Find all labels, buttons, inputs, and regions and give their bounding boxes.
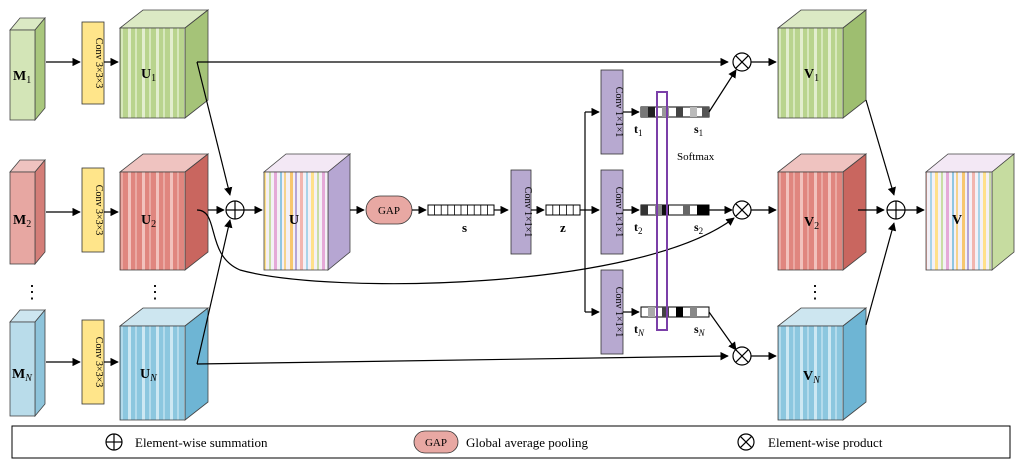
conv1-branch-n: Conv 1×1×1 [600,269,624,355]
svg-text:Conv 3×3×3: Conv 3×3×3 [93,38,104,88]
legend-gap-text: Global average pooling [466,435,589,450]
input-m2-cube [9,158,46,266]
z-vector [545,204,581,216]
fused-u-label: U [289,213,299,228]
fused-u-cube [262,153,352,271]
svg-text:GAP: GAP [425,437,447,449]
svg-text:Conv 1×1×1: Conv 1×1×1 [613,187,624,237]
attention-vector-n [640,306,710,318]
legend-product-text: Element-wise product [768,435,883,450]
legend-box [11,425,1011,459]
conv1-branch-1: Conv 1×1×1 [600,69,624,155]
z-label: z [560,220,566,235]
input-m1-label: M1 [13,69,31,86]
output-v2-label: V2 [804,215,819,232]
branch-u1-cube [118,9,210,119]
svg-text:GAP: GAP [378,205,400,217]
vertical-ellipsis-v: ⋮ [806,282,824,302]
svg-text:Conv 3×3×3: Conv 3×3×3 [93,337,104,387]
output-vn-cube [776,307,868,421]
output-v2-cube [776,153,868,271]
branch-u1-label: U1 [141,67,156,84]
vertical-ellipsis-u: ⋮ [146,282,164,302]
product-node-1 [732,52,752,72]
t2-label: t2 [634,220,643,236]
gap-node: GAP [365,195,413,225]
legend-gap-icon: GAP [413,430,459,454]
sum-node-left [225,200,245,220]
svg-text:Conv 3×3×3: Conv 3×3×3 [93,185,104,235]
conv3-block-2: Conv 3×3×3 [81,167,105,253]
s1-label: s1 [694,122,703,138]
product-node-n [732,346,752,366]
softmax-highlight [656,91,668,331]
conv3-block-1: Conv 3×3×3 [81,21,105,105]
branch-u2-cube [118,153,210,271]
sum-node-right [886,200,906,220]
s2-label: s2 [694,220,703,236]
product-node-2 [732,200,752,220]
input-mn-label: MN [12,367,33,384]
final-v-cube [924,153,1016,271]
legend-product-icon [737,433,755,451]
tn-label: tN [634,322,645,338]
output-v1-cube [776,9,868,119]
s-label: s [462,220,467,235]
attention-vector-1 [640,106,710,118]
conv1-branch-2: Conv 1×1×1 [600,169,624,255]
vertical-ellipsis-left: ⋮ [23,282,41,302]
output-vn-label: VN [803,369,821,386]
s-vector [427,204,495,216]
branch-un-label: UN [140,367,158,384]
t1-label: t1 [634,122,643,138]
branch-u2-label: U2 [141,213,156,230]
sn-label: sN [694,322,706,338]
legend-sum-icon [105,433,123,451]
input-mn-cube [9,308,46,418]
input-m1-cube [9,16,46,122]
softmax-label: Softmax [677,151,715,163]
svg-text:Conv 1×1×1: Conv 1×1×1 [522,187,533,237]
conv3-block-n: Conv 3×3×3 [81,319,105,405]
conv1-fc-block: Conv 1×1×1 [510,169,533,255]
svg-text:Conv 1×1×1: Conv 1×1×1 [613,87,624,137]
legend-sum-text: Element-wise summation [135,435,268,450]
output-v1-label: V1 [804,67,819,84]
branch-un-cube [118,307,210,421]
attention-vector-2 [640,204,710,216]
svg-text:Conv 1×1×1: Conv 1×1×1 [613,287,624,337]
final-v-label: V [952,213,962,228]
input-m2-label: M2 [13,213,31,230]
